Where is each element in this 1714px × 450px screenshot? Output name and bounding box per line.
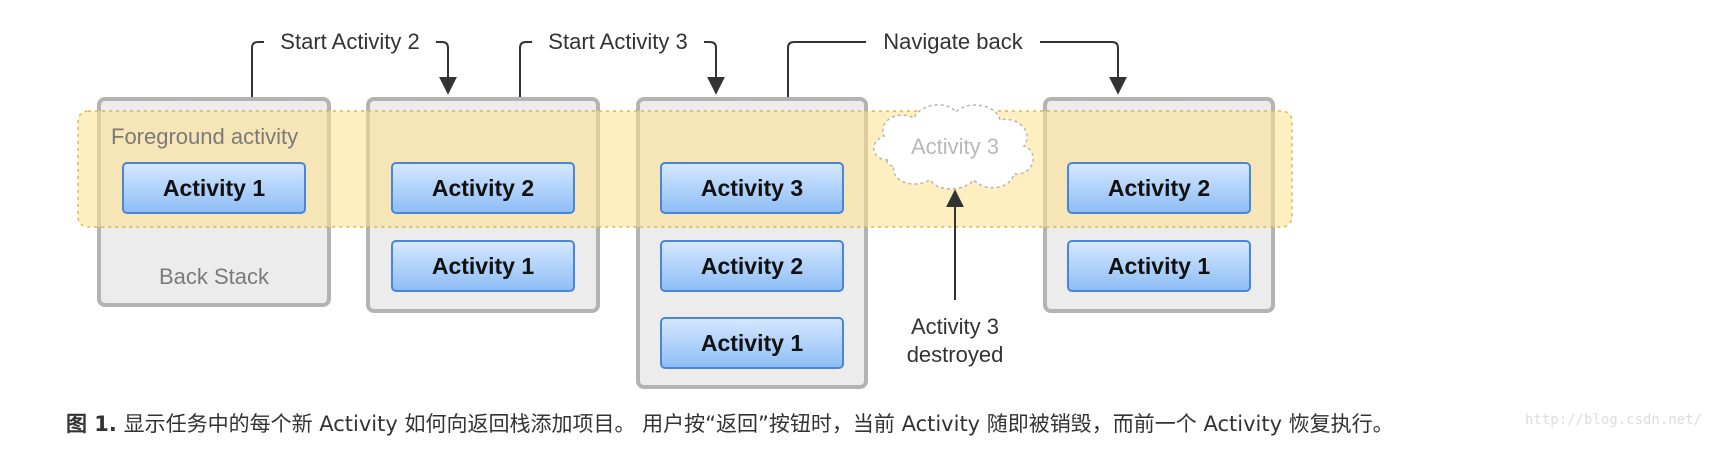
destroyed-note-line-1: Activity 3 xyxy=(911,314,999,339)
activity-box xyxy=(660,162,844,214)
foreground-activity-label: Foreground activity xyxy=(111,124,298,149)
destroyed-note-line-2: destroyed xyxy=(907,342,1004,367)
activity-label: Activity 1 xyxy=(1108,253,1210,279)
activity-box xyxy=(391,162,575,214)
navigate-back-arrow xyxy=(787,41,1118,97)
activity-label: Activity 1 xyxy=(701,330,803,356)
navigate-back-label: Navigate back xyxy=(883,29,1023,54)
activity-label: Activity 3 xyxy=(701,175,803,201)
activity-label: Activity 2 xyxy=(701,253,803,279)
activity-box xyxy=(122,162,306,214)
activity-label: Activity 1 xyxy=(432,253,534,279)
start-activity-2-label: Start Activity 2 xyxy=(280,29,419,54)
activity-label: Activity 2 xyxy=(1108,175,1210,201)
activity-label: Activity 1 xyxy=(163,175,265,201)
activity-box xyxy=(1067,162,1251,214)
figure-caption: 图 1. 显示任务中的每个新 Activity 如何向返回栈添加项目。 用户按“… xyxy=(66,408,1686,438)
activity-box xyxy=(660,240,844,292)
activity-box xyxy=(1067,240,1251,292)
caption-text: 显示任务中的每个新 Activity 如何向返回栈添加项目。 用户按“返回”按钮… xyxy=(116,412,1394,436)
start-activity-2-arrow xyxy=(251,41,448,97)
activity-box xyxy=(391,240,575,292)
back-stack-label: Back Stack xyxy=(159,264,270,289)
watermark: http://blog.csdn.net/ xyxy=(1524,412,1702,428)
start-activity-3-arrow xyxy=(519,41,716,97)
figure-label: 图 1. xyxy=(66,412,117,436)
activity-box xyxy=(660,317,844,369)
destroyed-activity-cloud: Activity 3 xyxy=(873,104,1034,190)
destroyed-cloud-label: Activity 3 xyxy=(911,134,999,159)
start-activity-3-label: Start Activity 3 xyxy=(548,29,687,54)
activity-label: Activity 2 xyxy=(432,175,534,201)
